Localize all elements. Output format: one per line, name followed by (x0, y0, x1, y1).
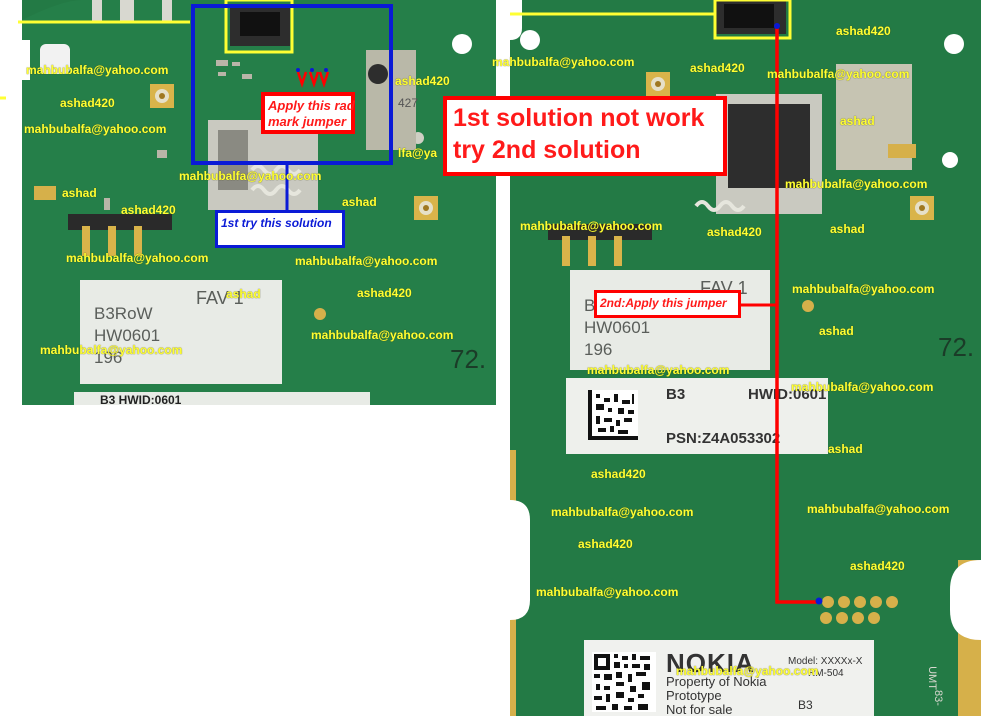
left-plate-side-label: FAV 1 (196, 288, 244, 308)
left-plate-line-1: B3RoW (94, 304, 153, 323)
watermark-handle: ashad420 (121, 203, 176, 217)
title-line-1: 1st solution not work (453, 104, 705, 132)
left-bottom-strip (74, 392, 370, 405)
watermark-handle: ashad420 (591, 467, 646, 481)
left-plate-line-2: HW0601 (94, 326, 161, 345)
nokia-rm: RM-504 (808, 668, 844, 679)
watermark-handle: ashad420 (395, 74, 450, 88)
watermark-handle: ashad (840, 114, 875, 128)
datamatrix-code-icon (588, 390, 638, 440)
watermark-handle: ashad420 (690, 61, 745, 75)
title-line-2: try 2nd solution (453, 136, 641, 164)
nokia-line-1: Property of Nokia (666, 674, 767, 689)
coax-connector-2 (414, 196, 438, 220)
second-solution-title: 1st solution not work try 2nd solution (443, 96, 727, 176)
watermark-email-cut: lfa@ya (398, 146, 438, 160)
right-plate-line-3: 196 (584, 340, 613, 359)
nokia-brand: NOKIA (666, 648, 755, 678)
watermark-email: mahbubalfa@yahoo.com (24, 122, 167, 136)
right-label-plate (570, 270, 770, 370)
watermark-handle: ashad (226, 287, 261, 301)
watermark-email: mahbubalfa@yahoo.com (676, 664, 819, 678)
watermark-email: mahbubalfa@yahoo.com (807, 502, 950, 516)
watermark-email: mahbubalfa@yahoo.com (66, 251, 209, 265)
watermark-handle: ashad420 (707, 225, 762, 239)
watermark-email: mahbubalfa@yahoo.com (295, 254, 438, 268)
left-bottom-strip-text: B3 HWID:0601 (100, 393, 182, 405)
watermark-email: mahbubalfa@yahoo.com (311, 328, 454, 342)
right-plate-line-2: HW0601 (584, 318, 651, 337)
test-point-cluster (820, 596, 898, 624)
watermark-handle: ashad (342, 195, 377, 209)
watermark-handle: ashad420 (850, 559, 905, 573)
watermark-handle: ashad (830, 222, 865, 236)
watermark-email: mahbubalfa@yahoo.com (179, 169, 322, 183)
coax-connector-3 (646, 72, 670, 96)
left-corner-mark: 72. (450, 344, 487, 374)
watermark-handle: ashad (62, 186, 97, 200)
watermark-email: mahbubalfa@yahoo.com (520, 219, 663, 233)
watermark-handle: ashad420 (357, 286, 412, 300)
jumper-note-line-2: mark jumper (268, 114, 347, 129)
coax-connector-1 (150, 84, 174, 108)
code-plate-psn: PSN:Z4A053302 (666, 430, 781, 447)
qr-code-icon (592, 652, 656, 712)
left-connector-label: 427 (398, 96, 419, 110)
nokia-line-2: Prototype (666, 688, 722, 703)
first-solution-callout: 1st try this solution (215, 210, 345, 248)
watermark-email: mahbubalfa@yahoo.com (791, 380, 934, 394)
code-plate-model: B3 (666, 386, 686, 403)
watermark-handle: ashad420 (578, 537, 633, 551)
watermark-email: mahbubalfa@yahoo.com (792, 282, 935, 296)
watermark-handle: ashad (819, 324, 854, 338)
left-label-plate (80, 280, 282, 384)
second-jumper-callout: 2nd:Apply this jumper (594, 290, 741, 318)
nokia-line-3: Not for sale (666, 702, 733, 716)
watermark-email: mahbubalfa@yahoo.com (40, 343, 183, 357)
watermark-handle: ashad420 (836, 24, 891, 38)
watermark-email: mahbubalfa@yahoo.com (26, 63, 169, 77)
right-side-mark: UMT (925, 666, 938, 690)
left-plate-line-3: 196 (94, 348, 123, 367)
coax-connector-4 (910, 196, 934, 220)
jumper-note-callout: Apply this rad mark jumper (261, 92, 355, 134)
watermark-email: mahbubalfa@yahoo.com (767, 67, 910, 81)
watermark-email: mahbubalfa@yahoo.com (536, 585, 679, 599)
jumper-note-line-1: Apply this rad (268, 98, 355, 113)
right-plate-line-1: B (584, 296, 596, 315)
watermark-handle: ashad (828, 442, 863, 456)
watermark-email: mahbubalfa@yahoo.com (492, 55, 635, 69)
watermark-handle: ashad420 (60, 96, 115, 110)
nokia-model: Model: XXXXx-X (788, 656, 863, 667)
right-corner-mark: 72. (938, 332, 975, 362)
nokia-b3: B3 (798, 698, 813, 712)
right-side-mark-2: 83- (931, 690, 944, 706)
watermark-email: mahbubalfa@yahoo.com (587, 363, 730, 377)
watermark-email: mahbubalfa@yahoo.com (785, 177, 928, 191)
watermark-email: mahbubalfa@yahoo.com (551, 505, 694, 519)
